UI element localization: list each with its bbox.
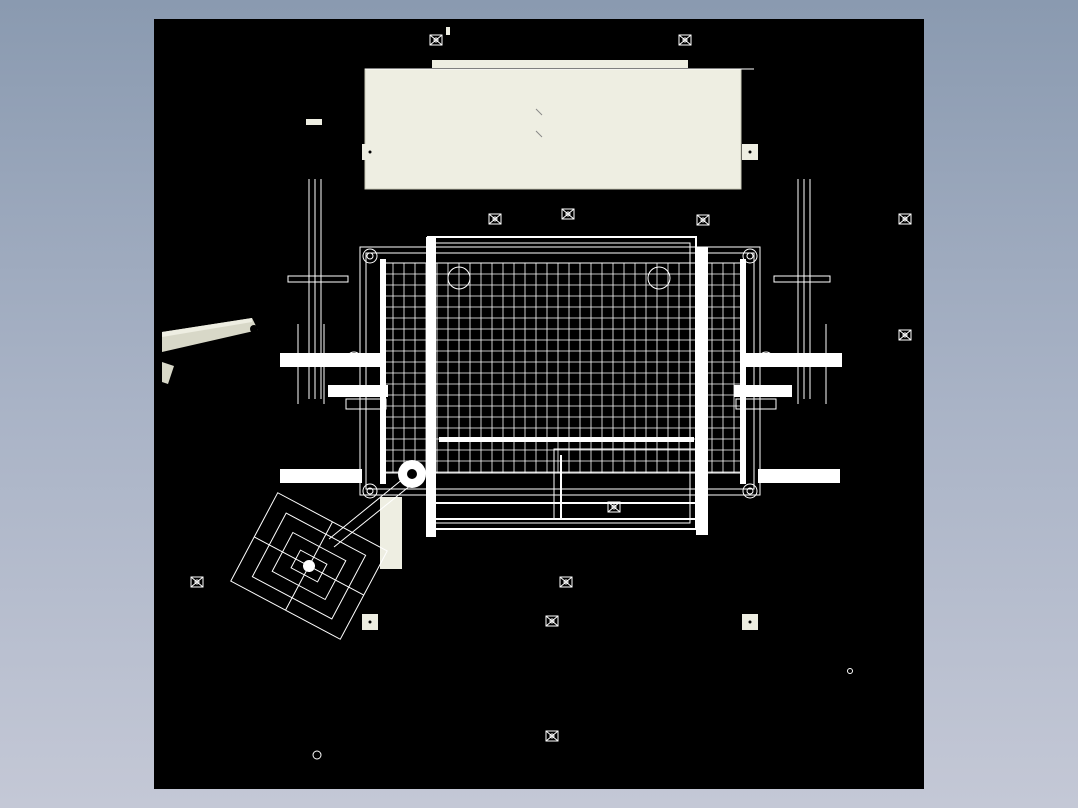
right-side-rail <box>734 179 842 483</box>
left-side-rail <box>280 179 402 569</box>
reference-point <box>847 668 853 674</box>
inspection-circle <box>447 266 471 290</box>
inspection-circle <box>647 266 671 290</box>
top-cover-panel <box>364 60 754 190</box>
cad-viewport[interactable] <box>154 19 924 789</box>
cad-drawing <box>162 27 912 760</box>
vertical-posts <box>380 237 746 537</box>
chute-assembly-icon <box>230 492 388 640</box>
center-mark <box>312 750 322 760</box>
drive-shaft <box>162 27 450 384</box>
